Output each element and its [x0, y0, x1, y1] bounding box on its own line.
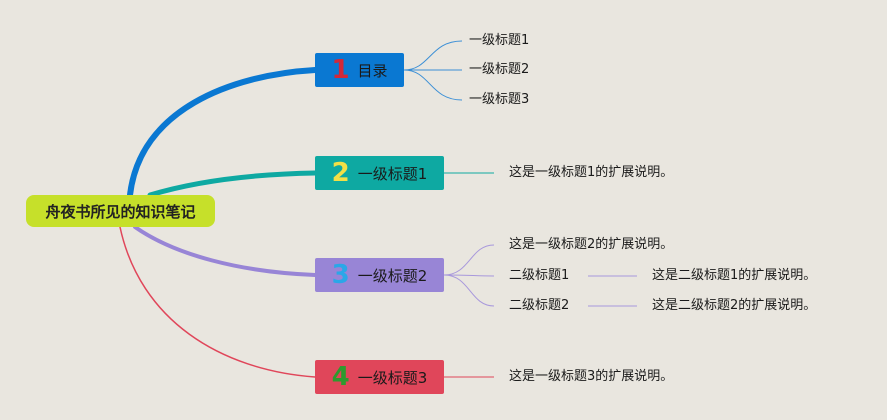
branch-label-2: 一级标题1 — [357, 164, 428, 183]
b4-child-1[interactable]: 这是一级标题3的扩展说明。 — [509, 369, 674, 384]
b3-child-3[interactable]: 二级标题2 — [509, 298, 570, 313]
connector-root-branch-2 — [147, 170, 318, 198]
branch-topic-2[interactable]: 2 一级标题1 — [315, 156, 444, 190]
b1-child-1[interactable]: 一级标题1 — [469, 33, 530, 48]
b3-child-2[interactable]: 二级标题1 — [509, 268, 570, 283]
branch-topic-1[interactable]: 1 目录 — [315, 53, 404, 87]
b1-child-2[interactable]: 一级标题2 — [469, 62, 530, 77]
connector-b1-child-3 — [403, 69, 463, 101]
connector-b3-child-2 — [443, 274, 495, 277]
connector-b3-child-1 — [443, 244, 495, 276]
b3-child-3-note[interactable]: 这是二级标题2的扩展说明。 — [652, 298, 817, 313]
b3-child-1[interactable]: 这是一级标题2的扩展说明。 — [509, 237, 674, 252]
branch-label-4: 一级标题3 — [357, 368, 428, 387]
branch-topic-3[interactable]: 3 一级标题2 — [315, 258, 444, 292]
b3-child-2-note[interactable]: 这是二级标题1的扩展说明。 — [652, 268, 817, 283]
connector-b3-child-3 — [443, 274, 495, 307]
branch-number-4: 4 — [331, 362, 350, 392]
branch-topic-4[interactable]: 4 一级标题3 — [315, 360, 444, 394]
connector-root-branch-4 — [119, 226, 316, 378]
connector-root-branch-3 — [133, 225, 317, 277]
branch-label-3: 一级标题2 — [357, 266, 428, 285]
connector-b1-child-1 — [403, 40, 463, 71]
branch-label-1: 目录 — [357, 61, 388, 80]
b1-child-3[interactable]: 一级标题3 — [469, 92, 530, 107]
connector-root-branch-1 — [127, 67, 318, 198]
branch-number-2: 2 — [331, 158, 350, 188]
root-topic-label: 舟夜书所见的知识笔记 — [45, 202, 196, 221]
b2-child-1[interactable]: 这是一级标题1的扩展说明。 — [509, 165, 674, 180]
branch-number-1: 1 — [331, 55, 350, 85]
branch-number-3: 3 — [331, 260, 350, 290]
root-topic[interactable]: 舟夜书所见的知识笔记 — [26, 195, 215, 227]
